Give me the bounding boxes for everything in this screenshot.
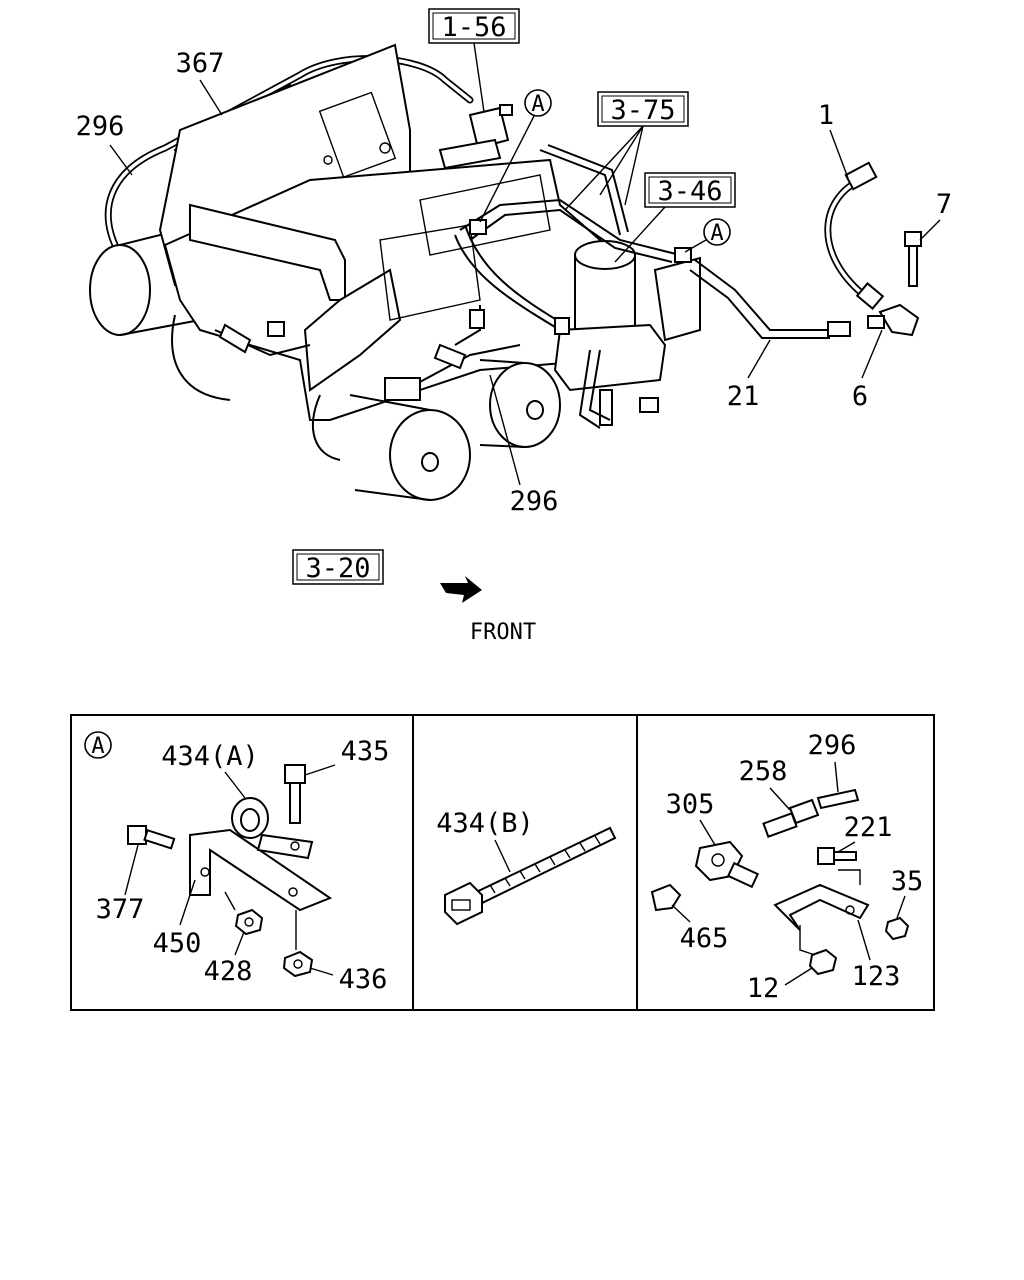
ref-label: 3-46 <box>657 176 722 207</box>
marker-letter: A <box>531 92 544 117</box>
leader-line <box>747 339 771 379</box>
part-label-12[interactable]: 12 <box>747 973 780 1004</box>
part-label-1[interactable]: 1 <box>818 100 834 131</box>
leader-line <box>234 931 245 956</box>
leader-line <box>769 787 791 811</box>
part-label-434b[interactable]: 434(B) <box>436 808 534 839</box>
ref-box-1-56[interactable]: 1-56 <box>428 8 520 44</box>
part-label-123[interactable]: 123 <box>852 961 901 992</box>
leader-line <box>684 239 707 253</box>
leader-line <box>671 904 691 923</box>
part-label-435[interactable]: 435 <box>341 736 390 767</box>
leader-line <box>614 206 666 263</box>
part-label-377[interactable]: 377 <box>96 894 145 925</box>
leader-line <box>919 219 941 241</box>
leader-line <box>837 841 856 853</box>
marker-letter: A <box>710 221 723 246</box>
leader-line <box>124 844 139 896</box>
marker-letter: A <box>91 734 104 759</box>
leader-line <box>179 879 196 926</box>
part-label-436[interactable]: 436 <box>339 964 388 995</box>
leader-line <box>861 329 883 379</box>
ref-label: 1-56 <box>441 12 506 43</box>
part-label-6[interactable]: 6 <box>852 381 868 412</box>
part-label-296[interactable]: 296 <box>808 730 857 761</box>
part-label-305[interactable]: 305 <box>666 789 715 820</box>
part-label-450[interactable]: 450 <box>153 928 202 959</box>
ref-label: 3-20 <box>305 553 370 584</box>
leader-line <box>699 819 716 846</box>
leader-line <box>479 115 535 223</box>
leader-line <box>494 839 511 873</box>
part-label-221[interactable]: 221 <box>844 812 893 843</box>
part-label-296-bottom[interactable]: 296 <box>510 486 559 517</box>
part-label-434a[interactable]: 434(A) <box>161 741 259 772</box>
leader-line <box>109 144 133 176</box>
ref-box-3-46[interactable]: 3-46 <box>644 172 736 208</box>
part-label-35[interactable]: 35 <box>891 866 924 897</box>
leader-line <box>829 129 849 179</box>
ref-box-3-20[interactable]: 3-20 <box>292 549 384 585</box>
leader-line <box>834 761 839 793</box>
detail-panel-b: 434(B) <box>436 808 617 926</box>
front-arrow-icon <box>440 576 482 603</box>
detail-panel-c: 296 258 305 221 35 465 12 123 <box>650 730 924 1004</box>
part-label-296[interactable]: 296 <box>76 111 125 142</box>
part-label-428[interactable]: 428 <box>204 956 253 987</box>
leader-line <box>199 79 223 116</box>
leader-line <box>784 967 813 986</box>
part-label-7[interactable]: 7 <box>936 189 952 220</box>
leader-line <box>304 764 336 776</box>
panel-marker-a[interactable]: A <box>84 731 112 759</box>
leader-line <box>224 771 246 799</box>
leader-lines <box>564 125 644 211</box>
part-label-21[interactable]: 21 <box>727 381 760 412</box>
part-label-258[interactable]: 258 <box>739 756 788 787</box>
engine-assembly-drawing <box>89 43 922 501</box>
detail-panel-a: A 434(A) 435 377 450 428 436 <box>84 731 390 995</box>
ref-label: 3-75 <box>610 95 675 126</box>
detail-panels-frame <box>70 714 935 1011</box>
ref-box-3-75[interactable]: 3-75 <box>597 91 689 127</box>
part-label-367[interactable]: 367 <box>176 48 225 79</box>
part-label-465[interactable]: 465 <box>680 923 729 954</box>
leader-line <box>857 919 871 961</box>
leader-line <box>489 374 521 486</box>
callout-marker-a-top[interactable]: A <box>524 89 552 117</box>
front-label: FRONT <box>470 620 536 645</box>
leader-line <box>309 967 334 976</box>
callout-marker-a-right[interactable]: A <box>703 218 731 246</box>
leader-line <box>473 42 485 113</box>
leader-line <box>896 895 906 919</box>
